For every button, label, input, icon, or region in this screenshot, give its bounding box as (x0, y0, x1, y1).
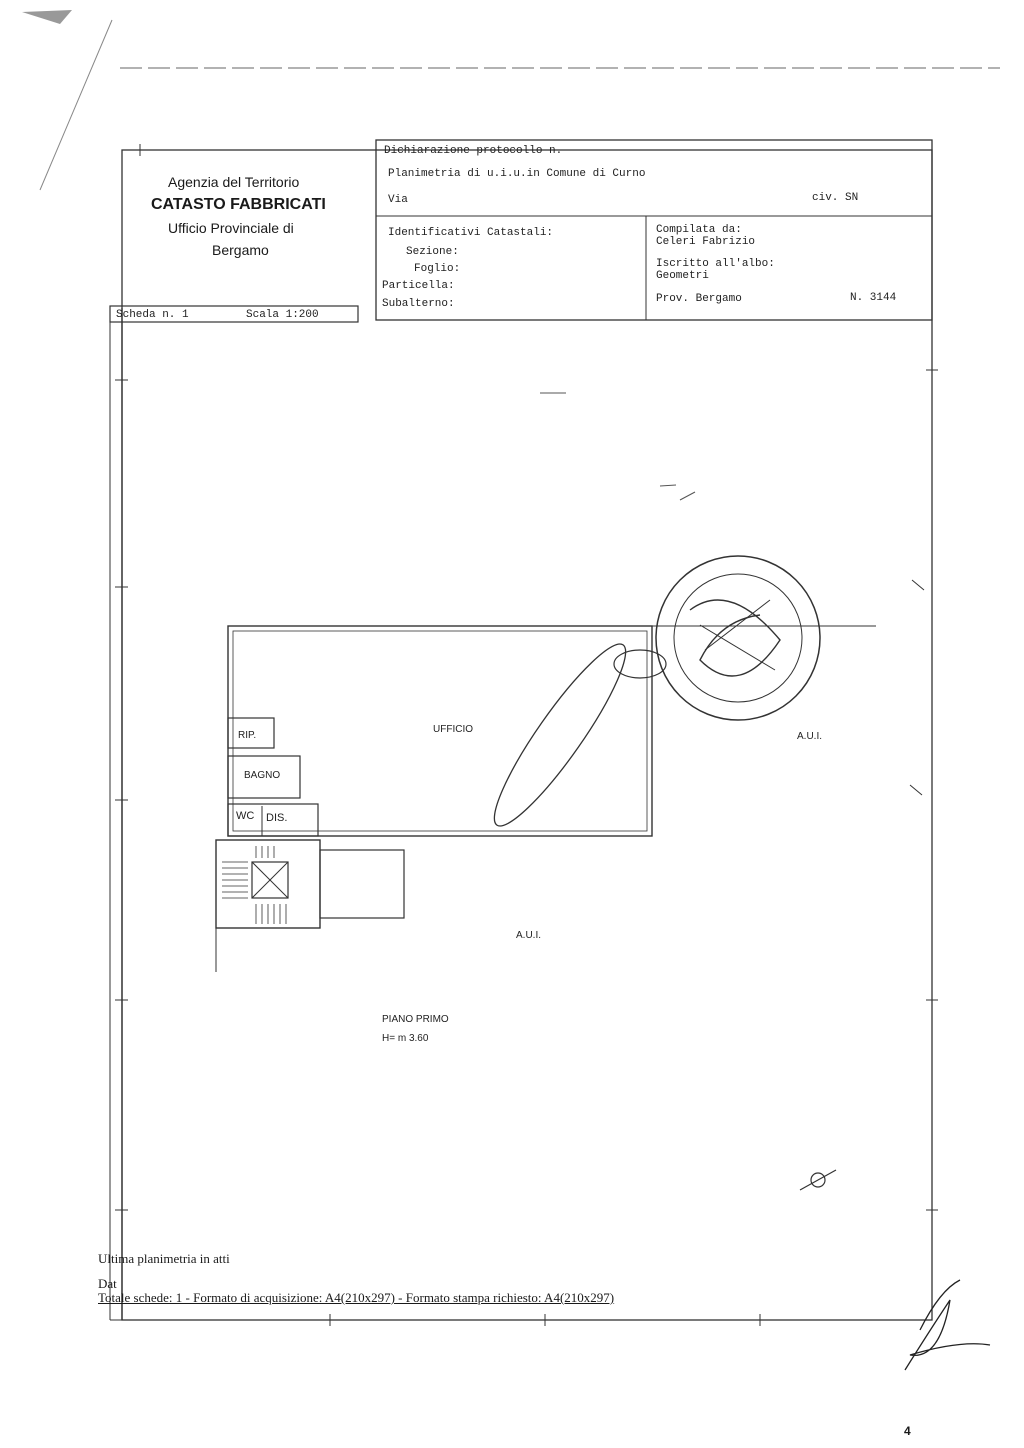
totale-schede: Totale schede: 1 - Formato di acquisizio… (98, 1290, 615, 1305)
room-ufficio: UFFICIO (433, 724, 473, 735)
page-number: 4 (904, 1424, 911, 1438)
iscritto-label: Iscritto all'albo: (656, 258, 775, 270)
civ-value: civ. SN (812, 192, 859, 204)
altezza-label: H= m 3.60 (382, 1033, 429, 1044)
stamp-seal (613, 555, 821, 721)
signature (904, 1279, 991, 1371)
agency-name: Agenzia del Territorio (168, 174, 300, 190)
room-wc: WC (236, 810, 255, 822)
north-arrow (799, 1169, 837, 1191)
particella-label: Particella: (382, 280, 455, 292)
room-bagno: BAGNO (244, 770, 281, 781)
numero-value: N. 3144 (850, 292, 897, 304)
aui-bottom: A.U.I. (516, 930, 542, 941)
room-dis: DIS. (266, 812, 288, 824)
ultima-planimetria: Ultima planimetria in atti (98, 1251, 230, 1266)
provincia-value: Prov. Bergamo (656, 293, 742, 305)
catasto-title: CATASTO FABBRICATI (151, 196, 326, 213)
subalterno-label: Subalterno: (382, 298, 455, 310)
room-rip: RIP. (238, 730, 257, 741)
sezione-label: Sezione: (406, 246, 459, 258)
scala-label: Scala 1:200 (246, 309, 319, 321)
foglio-label: Foglio: (414, 263, 461, 275)
city-name: Bergamo (212, 242, 269, 258)
via-label: Via (388, 194, 408, 206)
albo-value: Geometri (656, 270, 709, 282)
compilata-label: Compilata da: (656, 224, 742, 236)
identificativi-label: Identificativi Catastali: (388, 227, 554, 239)
planimetria-label: Planimetria di u.i.u.in Comune di Curno (388, 168, 646, 180)
dichiarazione-label: Dichiarazione protocollo n. (384, 145, 563, 157)
data-label: Dat (98, 1276, 117, 1291)
compilatore-name: Celeri Fabrizio (656, 236, 756, 248)
piano-label: PIANO PRIMO (382, 1014, 449, 1025)
aui-right: A.U.I. (797, 731, 823, 742)
ufficio-provinciale: Ufficio Provinciale di (168, 220, 294, 236)
scheda-label: Scheda n. 1 (116, 309, 189, 321)
